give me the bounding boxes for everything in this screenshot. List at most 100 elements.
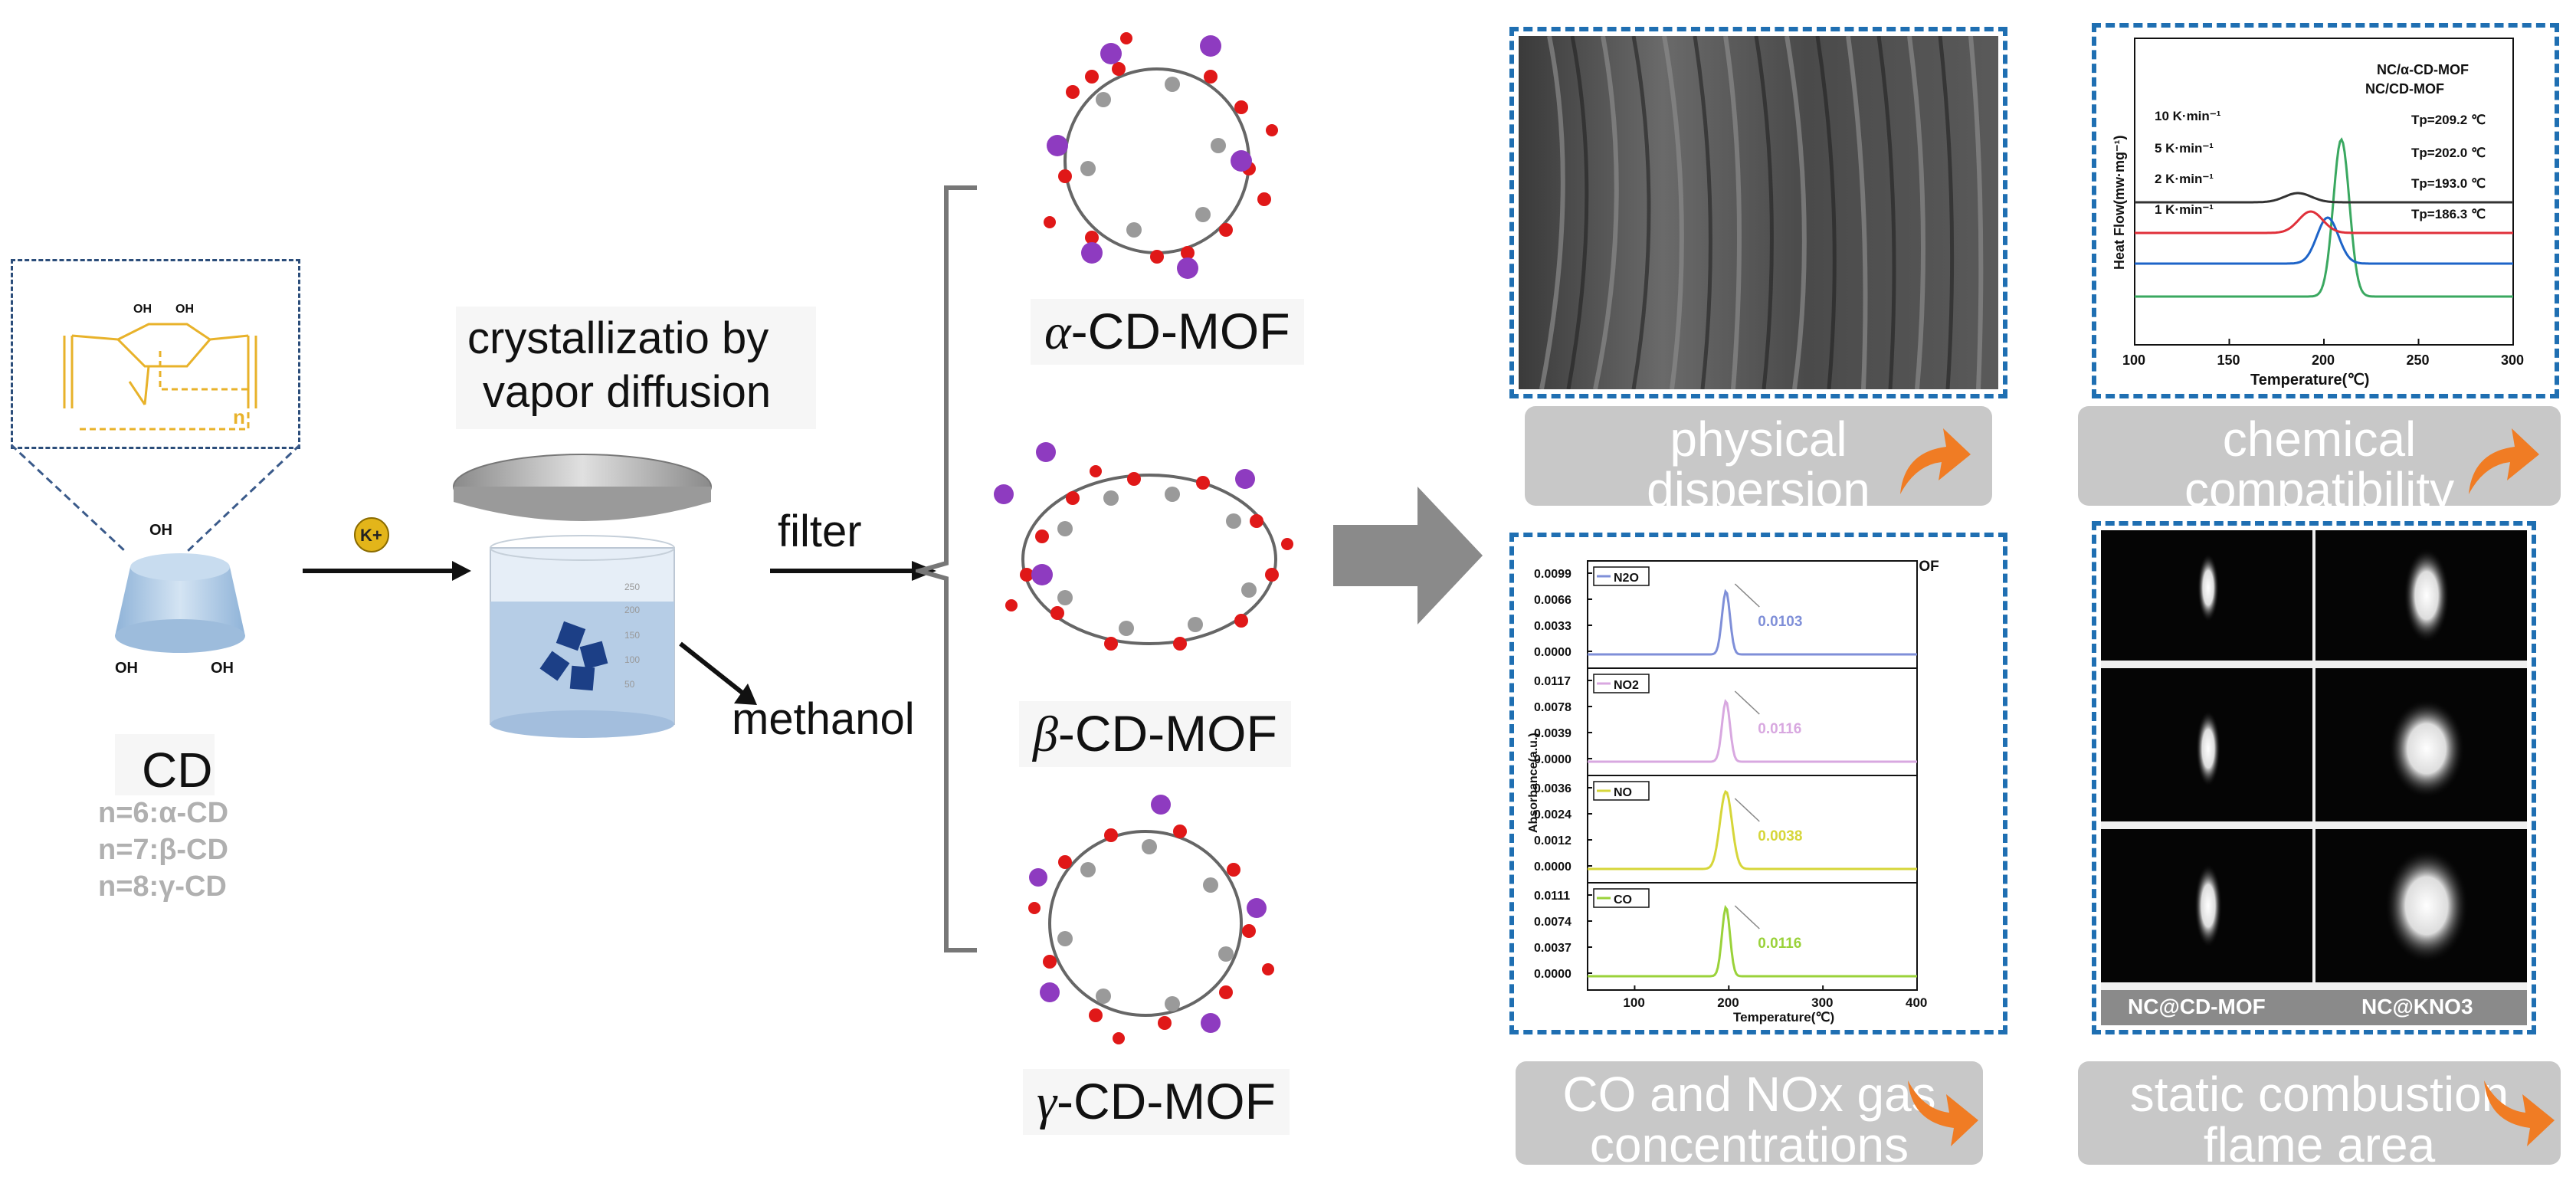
chemical-compatibility-button[interactable]: chemical compatibility xyxy=(2078,406,2561,515)
dsc-tp-label: Tp=193.0 ℃ xyxy=(2411,176,2486,191)
gas-legend-name: NO xyxy=(1614,786,1632,799)
physical-dispersion-button[interactable]: physical dispersion xyxy=(1525,406,1992,515)
beaker-icon: 250 200 150 100 50 xyxy=(453,454,712,738)
gas-peak-label: 0.0116 xyxy=(1758,721,1801,737)
gas-ytick-label: 0.0000 xyxy=(1534,861,1571,874)
methanol-label: methanol xyxy=(732,694,915,744)
cd-sub-beta: n=7:β-CD xyxy=(98,834,228,866)
dsc-tp-label: Tp=186.3 ℃ xyxy=(2411,207,2486,221)
alpha-mof-label: α-CD-MOF xyxy=(1031,299,1304,365)
gamma-suffix: -CD-MOF xyxy=(1057,1073,1276,1129)
oh-label-2: OH xyxy=(175,303,194,316)
gamma-mof-label: γ-CD-MOF xyxy=(1023,1069,1290,1135)
cd-sub-alpha: n=6:α-CD xyxy=(98,797,229,829)
dsc-chart: Heat Flow(mw·mg⁻¹) Temperature(℃) NC/α-C… xyxy=(2112,38,2524,389)
big-gray-arrow xyxy=(1333,487,1483,625)
crystal-text-line1: crystallizatio by xyxy=(467,313,769,363)
gas-concentrations-button[interactable]: CO and NOx gas concentrations xyxy=(1516,1061,1983,1170)
gas-ytick-label: 0.0078 xyxy=(1534,701,1571,714)
gas-ytick-label: 0.0039 xyxy=(1534,727,1571,740)
gamma-mof-structure xyxy=(1028,795,1274,1044)
gas-line1: CO and NOx gas xyxy=(1562,1067,1936,1122)
gas-xlabel: Temperature(℃) xyxy=(1733,1010,1834,1025)
dsc-legend-top: NC/α-CD-MOF xyxy=(2377,62,2469,77)
alpha-mof-structure xyxy=(1044,32,1278,279)
chemical-arrow-icon xyxy=(2469,428,2539,494)
cone-oh-top: OH xyxy=(149,522,172,539)
crystal-text-bg xyxy=(456,307,816,429)
gas-ylabel: Absorbance(a.u.) xyxy=(1527,733,1540,833)
flame-arrow-icon xyxy=(2484,1080,2555,1146)
gas-arrow-icon xyxy=(1908,1080,1978,1146)
gas-curve xyxy=(1588,699,1917,763)
beta-suffix: -CD-MOF xyxy=(1057,705,1277,762)
oh-label-1: OH xyxy=(133,303,152,316)
repeat-n-label: n xyxy=(233,405,245,428)
gas-peak-pointer xyxy=(1734,583,1760,608)
gas-legend-name: CO xyxy=(1614,893,1632,907)
flame-area-button[interactable]: static combustion flame area xyxy=(2078,1061,2561,1170)
gas-ytick-label: 0.0037 xyxy=(1534,942,1571,955)
dsc-xtick-label: 200 xyxy=(2312,352,2335,368)
mof-brace xyxy=(916,185,977,952)
alpha-suffix: -CD-MOF xyxy=(1070,303,1290,359)
k-ion-label: K+ xyxy=(360,526,382,545)
cd-title-bg xyxy=(115,734,215,795)
physical-arrow-icon xyxy=(1900,428,1971,494)
cd-sub-gamma: n=8:γ-CD xyxy=(98,870,227,903)
beta-mof-structure xyxy=(994,442,1293,651)
gas-ytick-label: 0.0117 xyxy=(1534,675,1571,688)
gas-curve xyxy=(1588,904,1917,978)
dsc-xlabel: Temperature(℃) xyxy=(2250,372,2369,389)
flame-glows xyxy=(2194,548,2469,963)
gas-peak-label: 0.0103 xyxy=(1758,614,1802,630)
gas-xtick-label: 100 xyxy=(1623,995,1644,1010)
dsc-xtick-label: 150 xyxy=(2217,352,2240,368)
dsc-xtick-label: 250 xyxy=(2407,352,2430,368)
beaker-mark-50: 50 xyxy=(624,679,635,690)
dsc-curve xyxy=(2135,137,2513,298)
gas-ytick-label: 0.0000 xyxy=(1534,646,1571,659)
dsc-tp-label: Tp=209.2 ℃ xyxy=(2411,113,2486,127)
gas-ytick-label: 0.0074 xyxy=(1534,916,1571,929)
dsc-curve xyxy=(2135,210,2513,234)
gas-ytick-label: 0.0066 xyxy=(1534,594,1571,607)
gas-legend-name: NO2 xyxy=(1614,679,1639,692)
dsc-xtick-label: 100 xyxy=(2122,352,2145,368)
dsc-curve xyxy=(2135,192,2513,204)
gas-line2: concentrations xyxy=(1589,1117,1909,1172)
beaker-mark-100: 100 xyxy=(624,654,640,665)
dsc-rate-label: 10 K·min⁻¹ xyxy=(2155,109,2221,123)
gas-ytick-label: 0.0111 xyxy=(1534,890,1570,903)
flame-line1: static combustion xyxy=(2129,1067,2509,1122)
gas-ytick-label: 0.0000 xyxy=(1534,753,1571,766)
chemical-line2: compatibility xyxy=(2184,462,2455,517)
gamma-greek: γ xyxy=(1037,1074,1057,1130)
gas-xtick-label: 300 xyxy=(1811,995,1833,1010)
gas-curve xyxy=(1588,789,1917,870)
beaker-mark-200: 200 xyxy=(624,605,640,615)
gas-chart: Absorbance(a.u.) Temperature(℃) NC/CD-MO… xyxy=(1527,559,1939,1025)
beaker-mark-250: 250 xyxy=(624,582,640,592)
gas-ytick-label: 0.0000 xyxy=(1534,968,1571,981)
gas-curve xyxy=(1588,588,1917,656)
gas-ytick-label: 0.0012 xyxy=(1534,834,1571,848)
crystal-text-line2: vapor diffusion xyxy=(483,367,772,417)
k-arrow: K+ xyxy=(303,517,471,581)
dsc-ylabel: Heat Flow(mw·mg⁻¹) xyxy=(2112,136,2127,270)
dsc-rate-label: 5 K·min⁻¹ xyxy=(2155,141,2214,156)
beta-mof-label: β-CD-MOF xyxy=(1019,701,1291,767)
gas-peak-pointer xyxy=(1734,905,1760,929)
sem-image xyxy=(1519,36,1998,389)
flame-label-bar xyxy=(2101,990,2527,1025)
gas-legend-name: N2O xyxy=(1614,572,1639,585)
flame-label-left: NC@CD-MOF xyxy=(2128,995,2266,1018)
chemical-line1: chemical xyxy=(2222,411,2417,467)
gas-ytick-label: 0.0024 xyxy=(1534,808,1571,821)
cd-connector-lines xyxy=(11,444,300,553)
flame-label-right: NC@KNO3 xyxy=(2361,995,2473,1018)
flame-line2: flame area xyxy=(2203,1117,2436,1172)
gas-xtick-label: 200 xyxy=(1717,995,1739,1010)
physical-line2: dispersion xyxy=(1647,462,1870,517)
beta-greek: β xyxy=(1033,707,1058,762)
